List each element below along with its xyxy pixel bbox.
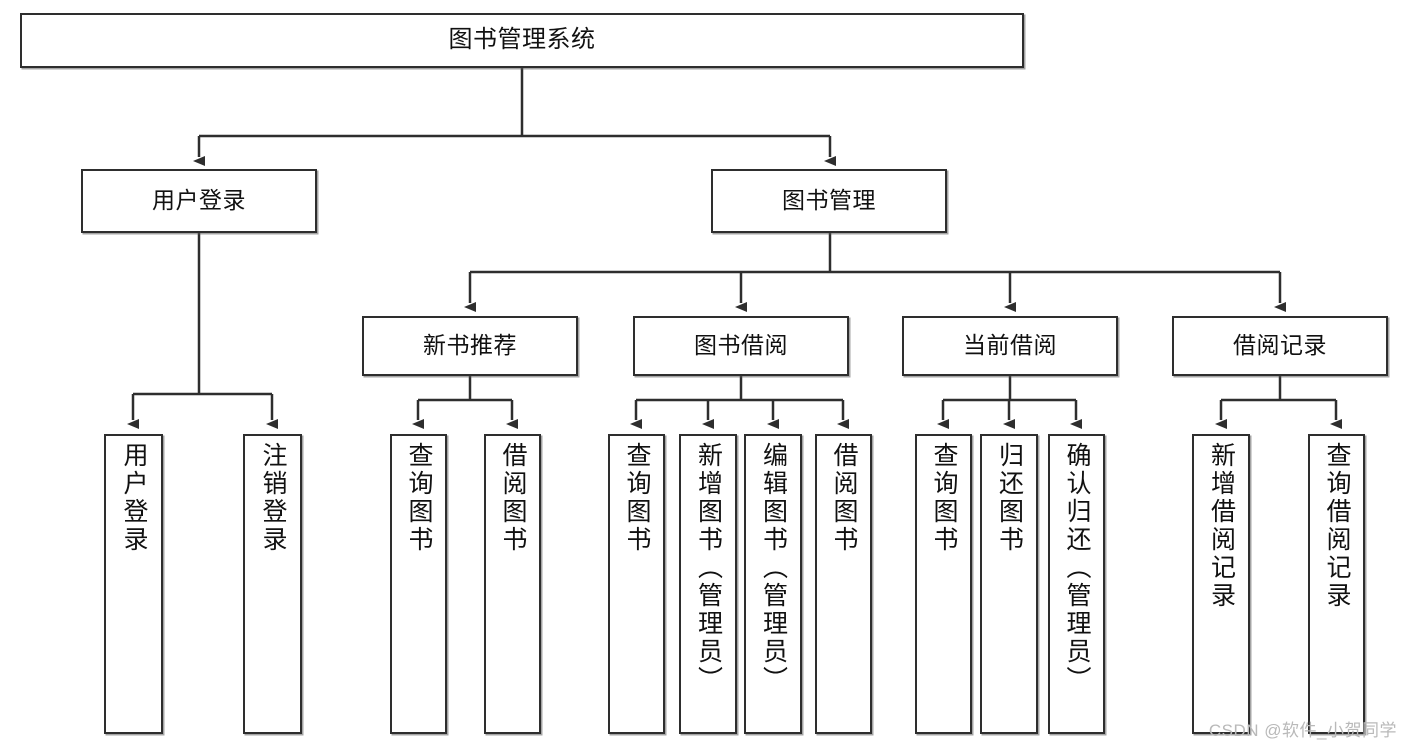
- node-new-book-recommend[interactable]: 新书推荐: [362, 316, 578, 376]
- leaf-borrow-edit-book-admin[interactable]: 编辑图书（管理员）: [744, 434, 802, 734]
- node-label: 用户登录: [152, 187, 246, 214]
- node-label: 编辑图书（管理员）: [759, 442, 788, 694]
- leaf-borrow-query-book[interactable]: 查询图书: [608, 434, 665, 734]
- node-label: 新增借阅记录: [1207, 442, 1236, 610]
- node-label: 注销登录: [259, 442, 287, 554]
- node-label: 当前借阅: [963, 332, 1057, 359]
- node-label: 归还图书: [995, 442, 1024, 554]
- node-label: 借阅记录: [1233, 332, 1327, 359]
- leaf-newbook-query-book[interactable]: 查询图书: [390, 434, 447, 734]
- leaf-record-query-borrow-record[interactable]: 查询借阅记录: [1308, 434, 1365, 734]
- node-label: 借阅图书: [830, 442, 858, 554]
- node-book-management[interactable]: 图书管理: [711, 169, 947, 233]
- node-label: 查询图书: [405, 442, 433, 554]
- node-label: 图书管理: [782, 187, 876, 214]
- node-label: 确认归还（管理员）: [1063, 442, 1091, 694]
- leaf-borrow-borrow-book[interactable]: 借阅图书: [815, 434, 872, 734]
- node-borrow-records[interactable]: 借阅记录: [1172, 316, 1388, 376]
- node-label: 图书管理系统: [448, 26, 596, 54]
- node-label: 查询借阅记录: [1323, 442, 1351, 610]
- leaf-current-confirm-return-admin[interactable]: 确认归还（管理员）: [1048, 434, 1105, 734]
- node-label: 查询图书: [623, 442, 651, 554]
- node-user-login[interactable]: 用户登录: [81, 169, 317, 233]
- leaf-newbook-borrow-book[interactable]: 借阅图书: [484, 434, 541, 734]
- leaf-user-logout[interactable]: 注销登录: [243, 434, 302, 734]
- leaf-borrow-add-book-admin[interactable]: 新增图书（管理员）: [679, 434, 737, 734]
- leaf-current-query-book[interactable]: 查询图书: [915, 434, 972, 734]
- node-label: 查询图书: [930, 442, 958, 554]
- node-current-borrow[interactable]: 当前借阅: [902, 316, 1118, 376]
- leaf-current-return-book[interactable]: 归还图书: [980, 434, 1038, 734]
- node-root-system[interactable]: 图书管理系统: [20, 13, 1024, 68]
- node-label: 借阅图书: [499, 442, 527, 554]
- leaf-user-login[interactable]: 用户登录: [104, 434, 163, 734]
- node-label: 图书借阅: [694, 332, 788, 359]
- watermark-text: CSDN @软件_小贺同学: [1208, 721, 1397, 740]
- node-label: 新书推荐: [423, 332, 517, 359]
- leaf-record-add-borrow-record[interactable]: 新增借阅记录: [1192, 434, 1250, 734]
- node-book-borrow[interactable]: 图书借阅: [633, 316, 849, 376]
- node-label: 用户登录: [120, 442, 148, 554]
- node-label: 新增图书（管理员）: [694, 442, 723, 694]
